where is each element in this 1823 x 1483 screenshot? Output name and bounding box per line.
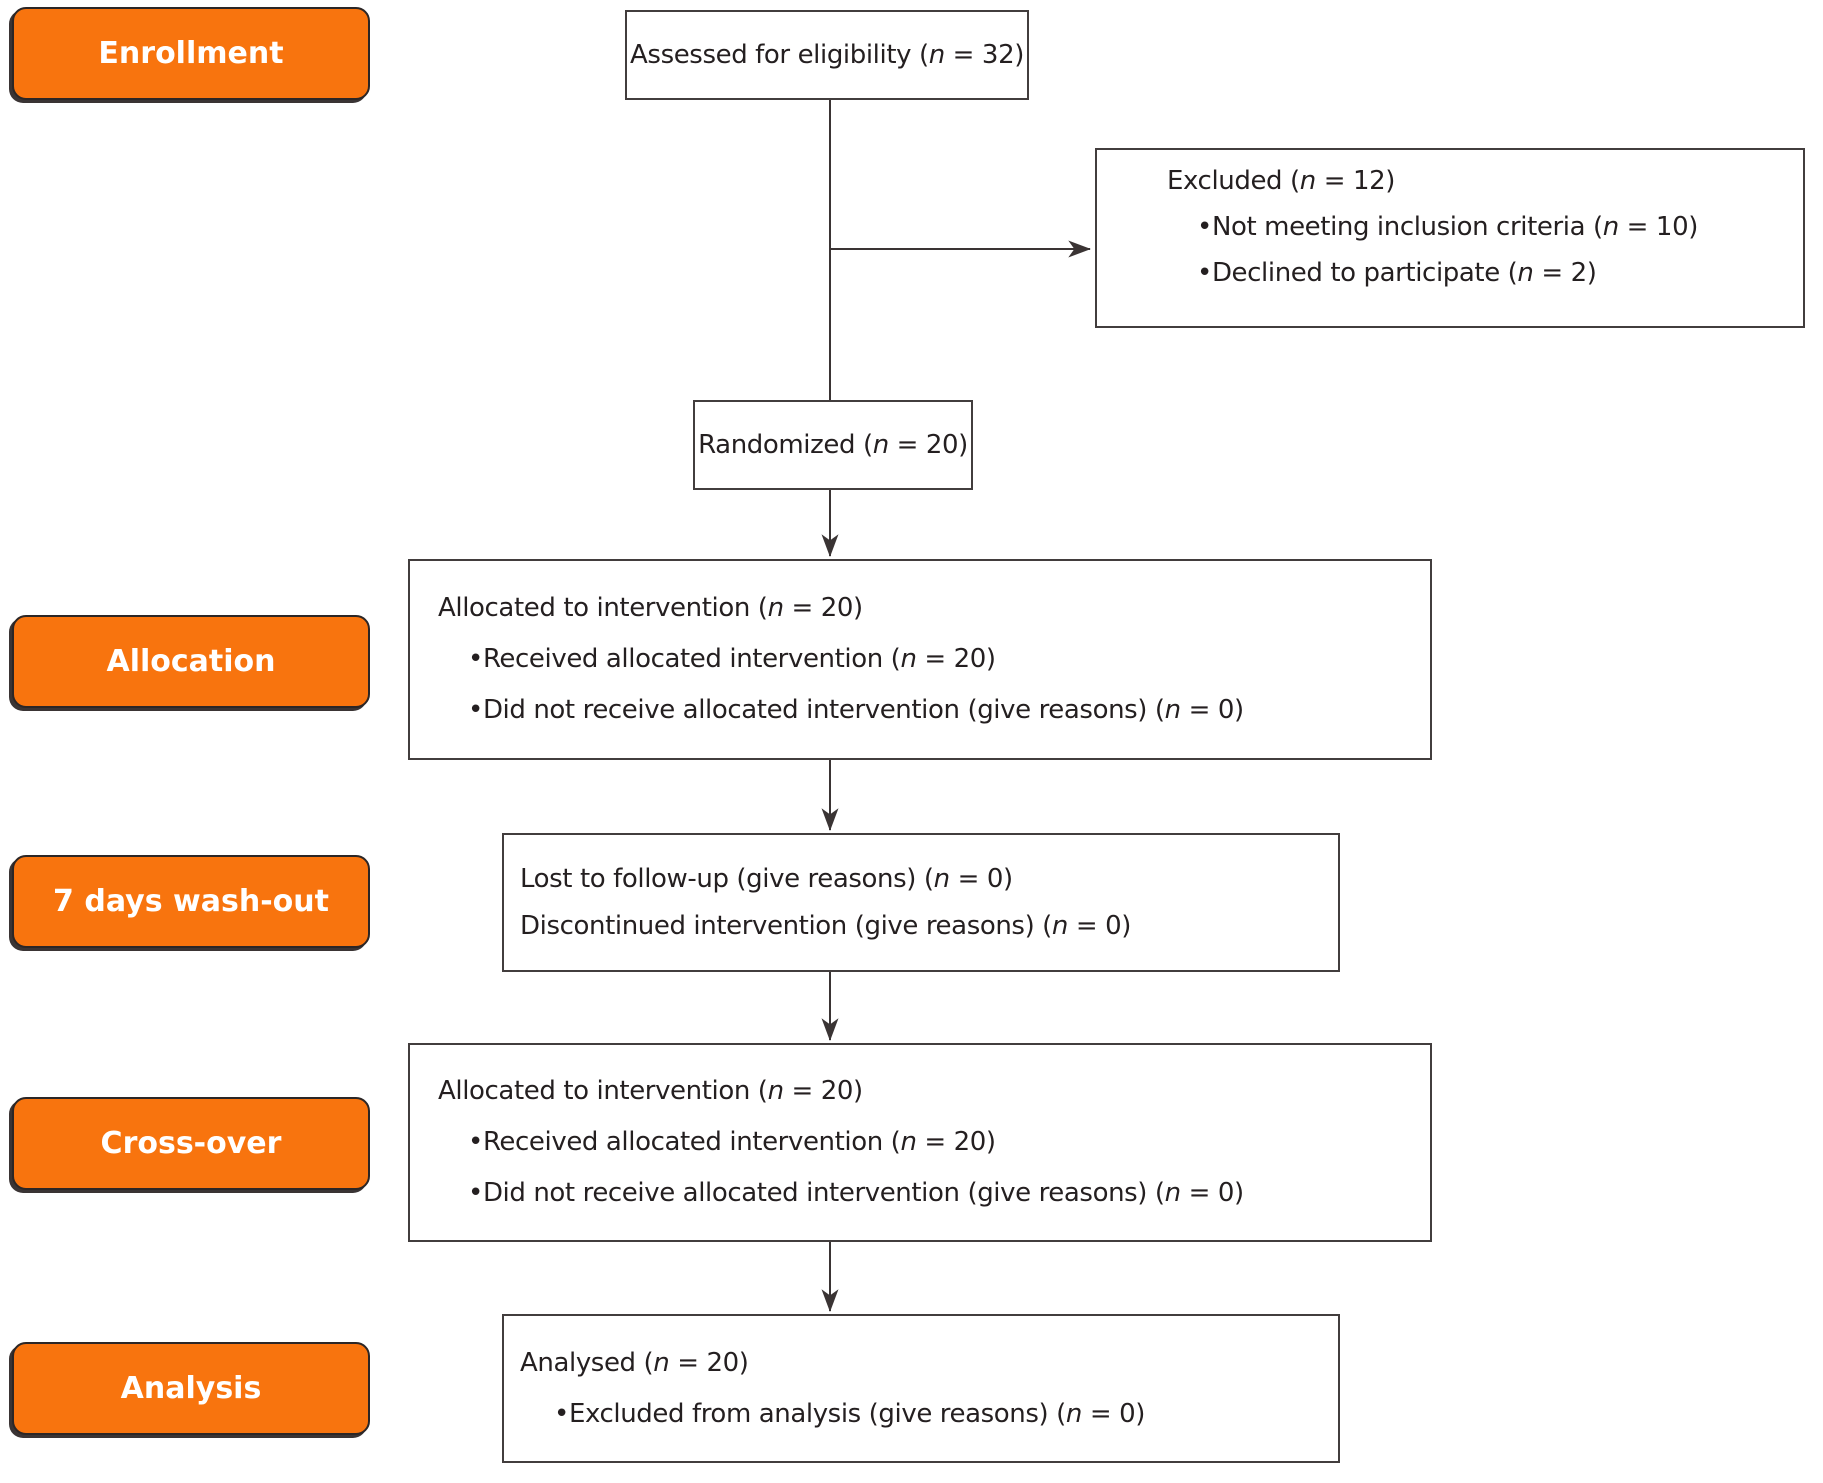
stage-label-enrollment: Enrollment — [12, 7, 370, 100]
crossover-title: Allocated to intervention (n = 20) — [438, 1076, 863, 1106]
stage-label-crossover: Cross-over — [12, 1097, 370, 1190]
crossover-box: Allocated to intervention (n = 20) Recei… — [408, 1043, 1432, 1242]
assessed-text: Assessed for eligibility (n = 32) — [630, 40, 1024, 70]
analysis-title: Analysed (n = 20) — [520, 1347, 749, 1378]
excluded-bullet: Not meeting inclusion criteria (n = 10) — [1167, 204, 1793, 250]
allocation-bullet: Received allocated intervention (n = 20) — [438, 634, 1420, 685]
allocation-box: Allocated to intervention (n = 20) Recei… — [408, 559, 1432, 760]
randomized-text: Randomized (n = 20) — [698, 430, 968, 460]
washout-box: Lost to follow-up (give reasons) (n = 0)… — [502, 833, 1340, 972]
assessed-box: Assessed for eligibility (n = 32) — [625, 10, 1029, 100]
allocation-title: Allocated to intervention (n = 20) — [438, 593, 863, 623]
excluded-title: Excluded (n = 12) — [1167, 166, 1396, 196]
allocation-bullet: Did not receive allocated intervention (… — [438, 685, 1420, 736]
stage-label-washout: 7 days wash-out — [12, 855, 370, 948]
washout-line: Lost to follow-up (give reasons) (n = 0) — [520, 863, 1013, 894]
crossover-bullet: Received allocated intervention (n = 20) — [438, 1117, 1420, 1168]
stage-label-allocation: Allocation — [12, 615, 370, 708]
crossover-bullet: Did not receive allocated intervention (… — [438, 1168, 1420, 1219]
washout-line: Discontinued intervention (give reasons)… — [520, 910, 1132, 941]
analysis-box: Analysed (n = 20) Excluded from analysis… — [502, 1314, 1340, 1463]
excluded-bullet: Declined to participate (n = 2) — [1167, 250, 1793, 296]
stage-label-analysis: Analysis — [12, 1342, 370, 1435]
randomized-box: Randomized (n = 20) — [693, 400, 973, 490]
analysis-bullet: Excluded from analysis (give reasons) (n… — [520, 1389, 1328, 1440]
excluded-box: Excluded (n = 12) Not meeting inclusion … — [1095, 148, 1805, 328]
